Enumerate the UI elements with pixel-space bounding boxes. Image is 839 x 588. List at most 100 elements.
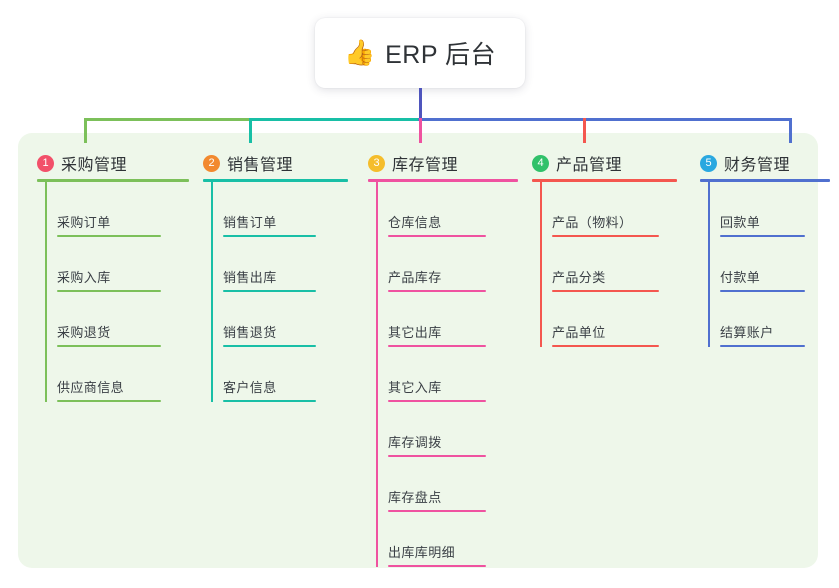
branch-badge-5: 5 [700, 154, 717, 172]
menu-item-label: 产品库存 [388, 270, 442, 285]
branch-spine-5 [708, 179, 710, 347]
column-drop-5 [789, 118, 792, 143]
root-node-title: ERP 后台 [385, 41, 497, 69]
branch-header-3[interactable]: 3 库存管理 [368, 151, 458, 175]
menu-item[interactable]: 客户信息 [223, 370, 316, 402]
menu-item-label: 采购退货 [57, 325, 111, 340]
menu-item-rule [552, 235, 659, 237]
menu-item-rule [223, 235, 316, 237]
thumbs-up-icon: 👍 [343, 38, 376, 67]
menu-item-label: 采购订单 [57, 215, 111, 230]
column-drop-2 [249, 118, 252, 143]
menu-item[interactable]: 采购订单 [57, 205, 161, 237]
branch-column-3: 3 库存管理仓库信息产品库存其它出库其它入库库存调拨库存盘点出库库明细 [368, 0, 518, 588]
menu-item-label: 销售退货 [223, 325, 277, 340]
menu-item-label: 销售出库 [223, 270, 277, 285]
menu-item-rule [388, 290, 486, 292]
menu-item[interactable]: 仓库信息 [388, 205, 486, 237]
root-node-content: 👍 ERP 后台 [344, 35, 496, 71]
menu-item-label: 付款单 [720, 270, 761, 285]
menu-item-label: 其它入库 [388, 380, 442, 395]
menu-item[interactable]: 销售订单 [223, 205, 316, 237]
menu-item-rule [57, 400, 161, 402]
menu-item[interactable]: 产品（物料） [552, 205, 659, 237]
menu-item[interactable]: 产品分类 [552, 260, 659, 292]
branch-rule-5 [700, 179, 830, 182]
menu-item-rule [388, 345, 486, 347]
menu-item[interactable]: 采购入库 [57, 260, 161, 292]
menu-item[interactable]: 采购退货 [57, 315, 161, 347]
menu-item-label: 客户信息 [223, 380, 277, 395]
menu-item-label: 产品（物料） [552, 215, 633, 230]
menu-item-rule [388, 400, 486, 402]
root-node-card[interactable]: 👍 ERP 后台 [315, 18, 525, 88]
menu-item[interactable]: 产品单位 [552, 315, 659, 347]
menu-item[interactable]: 销售退货 [223, 315, 316, 347]
menu-item[interactable]: 产品库存 [388, 260, 486, 292]
menu-item-label: 产品单位 [552, 325, 606, 340]
menu-item[interactable]: 库存盘点 [388, 480, 486, 512]
branch-spine-4 [540, 179, 542, 347]
menu-item[interactable]: 销售出库 [223, 260, 316, 292]
menu-item-rule [57, 345, 161, 347]
menu-item-rule [552, 345, 659, 347]
menu-item-label: 供应商信息 [57, 380, 125, 395]
menu-item[interactable]: 其它出库 [388, 315, 486, 347]
branch-rule-2 [203, 179, 348, 182]
branch-spine-2 [211, 179, 213, 402]
branch-badge-4: 4 [532, 154, 549, 172]
menu-item[interactable]: 库存调拨 [388, 425, 486, 457]
column-drop-1 [84, 118, 87, 143]
menu-item[interactable]: 出库库明细 [388, 535, 486, 567]
menu-item-rule [223, 400, 316, 402]
menu-item[interactable]: 结算账户 [720, 315, 805, 347]
menu-item[interactable]: 其它入库 [388, 370, 486, 402]
branch-spine-1 [45, 179, 47, 402]
branch-rule-4 [532, 179, 677, 182]
branch-rule-3 [368, 179, 518, 182]
menu-item[interactable]: 付款单 [720, 260, 805, 292]
column-drop-3 [419, 118, 422, 143]
branches-panel [18, 133, 818, 568]
branch-title-2: 销售管理 [227, 157, 294, 174]
branch-title-5: 财务管理 [724, 157, 791, 174]
connector-bar-segment-3 [418, 118, 791, 121]
menu-item-rule [223, 290, 316, 292]
menu-item-label: 产品分类 [552, 270, 606, 285]
menu-item-label: 仓库信息 [388, 215, 442, 230]
branch-title-3: 库存管理 [392, 157, 459, 174]
menu-item-rule [388, 235, 486, 237]
menu-item-rule [552, 290, 659, 292]
menu-item-rule [388, 455, 486, 457]
branch-column-5: 5 财务管理回款单付款单结算账户 [700, 0, 830, 588]
connector-bar-segment-2 [249, 118, 420, 121]
menu-item-rule [57, 235, 161, 237]
connector-bar-segment-1 [84, 118, 251, 121]
menu-item-rule [720, 345, 805, 347]
menu-item-label: 结算账户 [720, 325, 774, 340]
menu-item-label: 回款单 [720, 215, 761, 230]
menu-item[interactable]: 供应商信息 [57, 370, 161, 402]
branch-rule-1 [37, 179, 189, 182]
column-drop-4 [583, 118, 586, 143]
menu-item-label: 其它出库 [388, 325, 442, 340]
menu-item-rule [720, 235, 805, 237]
menu-item-label: 库存调拨 [388, 435, 442, 450]
branch-badge-3: 3 [368, 154, 385, 172]
menu-item-label: 采购入库 [57, 270, 111, 285]
branch-header-5[interactable]: 5 财务管理 [700, 151, 790, 175]
menu-item-rule [57, 290, 161, 292]
menu-item-label: 库存盘点 [388, 490, 442, 505]
menu-item-rule [720, 290, 805, 292]
branch-spine-3 [376, 179, 378, 567]
menu-item-rule [388, 510, 486, 512]
menu-item[interactable]: 回款单 [720, 205, 805, 237]
menu-item-label: 销售订单 [223, 215, 277, 230]
